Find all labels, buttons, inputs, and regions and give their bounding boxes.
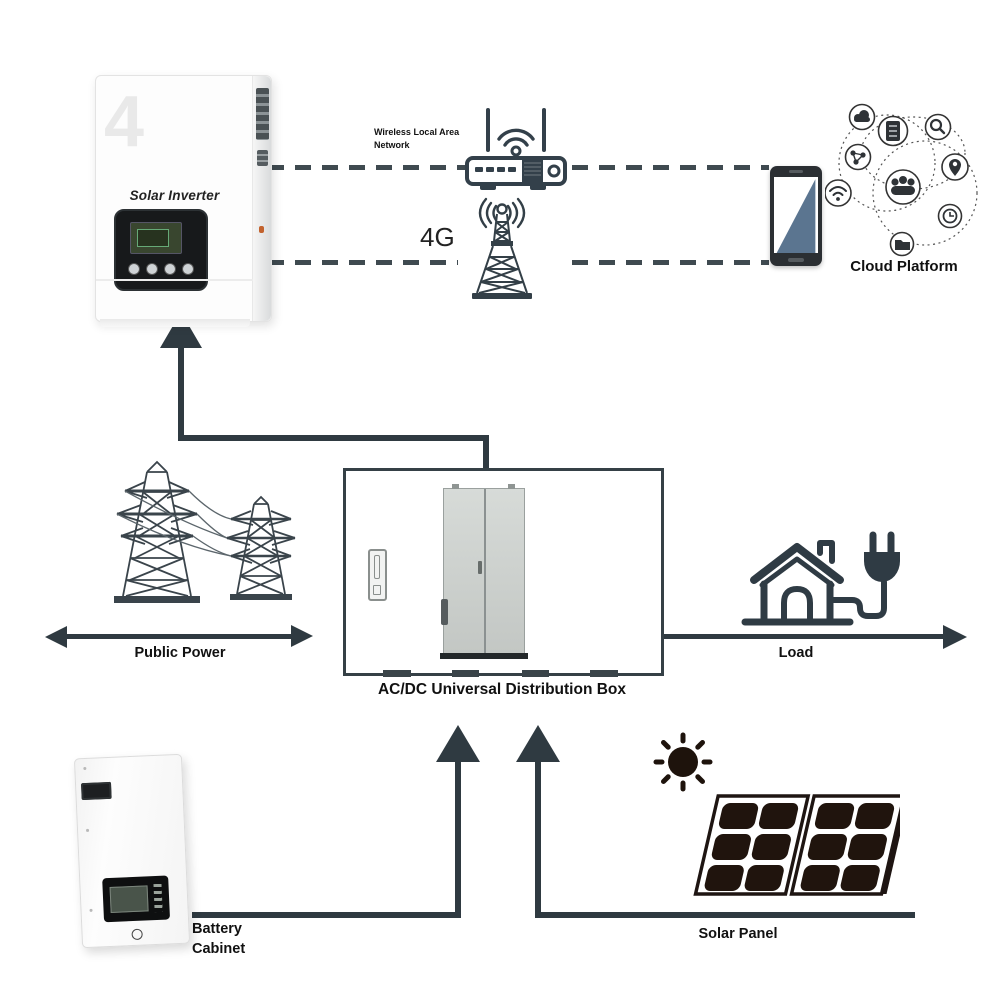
battery-logo [131,928,143,941]
inverter-button [128,263,140,275]
battery-cabinet [73,753,191,949]
box-foot [590,670,618,677]
arrow-line-public [64,634,294,639]
arrow-line-inverter-vertical [178,345,184,441]
battery-display [102,875,171,923]
arrow-head-public-left [45,626,67,648]
arrow-line-load [658,634,945,639]
house-plug-icon [741,531,900,626]
inverter-button [146,263,158,275]
transmission-towers-icon [114,460,296,603]
cloud-platform-label: Cloud Platform [850,258,958,275]
inverter-seam [96,279,253,281]
arrow-head-public-right [291,625,313,647]
inverter-button [164,263,176,275]
search-icon [924,113,952,141]
dashed-line-inverter-tower [268,260,458,265]
inverter-label: Solar Inverter [129,188,220,203]
clock-icon [937,203,963,229]
phone-screen [774,177,818,253]
inverter-vent-grille [256,88,269,140]
arrow-line-inverter-horizontal [178,435,489,441]
location-pin-icon [941,153,969,181]
arrow-line-solar-horizontal [535,912,915,918]
wifi-icon [825,179,852,207]
box-foot [522,670,549,677]
inverter-button [182,263,194,275]
public-power-label: Public Power [134,645,226,661]
distribution-handle-plate [368,549,387,601]
arrow-head-load [943,625,967,649]
solar-panel-label: Solar Panel [698,926,778,942]
phone-home-button [788,258,804,262]
arrow-line-box-top [483,435,489,470]
server-icon [877,115,909,147]
inverter-base [100,319,250,327]
load-label: Load [778,645,814,661]
electrical-cabinet [440,484,528,659]
arrow-head-battery [436,725,480,762]
arrow-head-solar [516,725,560,762]
battery-cabinet-label: Battery Cabinet [192,921,246,957]
cloud-network-icon [825,103,978,257]
people-icon [885,169,921,205]
phone-speaker [789,170,803,173]
wlan-label: Wireless Local Area Network [374,127,460,150]
box-foot [452,670,479,677]
inverter-power-switch [259,226,264,233]
cell-tower-icon [472,197,532,299]
cloud-icon [848,103,876,131]
inverter-watermark: 4 [104,82,145,162]
inverter-vent-grille-small [257,150,268,166]
arrow-line-battery-horizontal [192,912,458,918]
folder-icon [889,231,915,257]
dashed-line-inverter-router [268,165,468,170]
inverter-display-panel [114,209,208,291]
dashed-line-router-phone [572,165,769,170]
share-icon [844,143,872,171]
inverter-lcd-screen [130,222,182,254]
battery-vent [80,781,112,801]
wifi-router-icon [465,108,567,190]
smartphone-icon [770,166,822,266]
4g-label: 4G [420,222,455,252]
box-foot [383,670,411,677]
phone-screen-graphic [776,179,816,253]
distribution-box [343,468,664,676]
distribution-box-label: AC/DC Universal Distribution Box [377,681,627,698]
arrow-line-solar-vertical [535,760,541,918]
solar-inverter: 4 Solar Inverter [95,75,272,327]
arrow-line-battery-vertical [455,760,461,918]
solar-panel-icon [693,794,900,896]
dashed-line-tower-phone [572,260,769,265]
sun-icon [653,732,713,792]
